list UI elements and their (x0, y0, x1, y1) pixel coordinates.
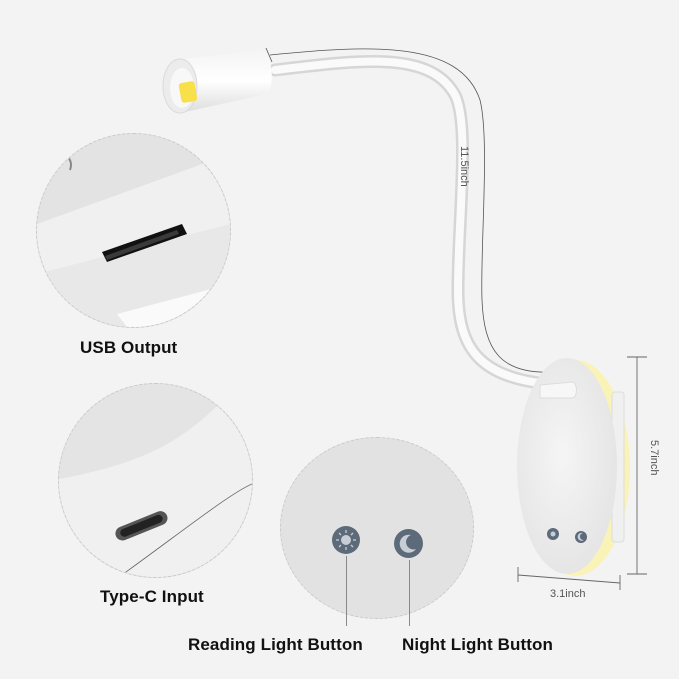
reading-light-leader (346, 556, 347, 626)
usb-port-illustration (37, 134, 230, 327)
base-height-label: 5.7inch (648, 440, 660, 476)
type-c-input-detail (58, 383, 253, 578)
night-light-button[interactable] (394, 529, 423, 558)
usb-output-label: USB Output (80, 338, 178, 357)
gooseneck-length-label: 11.5inch (458, 146, 470, 187)
base-width-label: 3.1inch (550, 588, 586, 600)
buttons-detail (280, 437, 474, 619)
buttons-illustration (281, 438, 473, 618)
type-c-input-label: Type-C Input (100, 587, 204, 606)
night-light-button-label: Night Light Button (402, 635, 553, 654)
night-light-leader (409, 560, 410, 626)
reading-light-button-label: Reading Light Button (188, 635, 363, 654)
usb-output-detail (36, 133, 231, 328)
moon-icon (394, 529, 423, 558)
type-c-port-illustration (59, 384, 252, 577)
sun-icon (332, 526, 360, 554)
reading-light-button[interactable] (332, 526, 360, 554)
